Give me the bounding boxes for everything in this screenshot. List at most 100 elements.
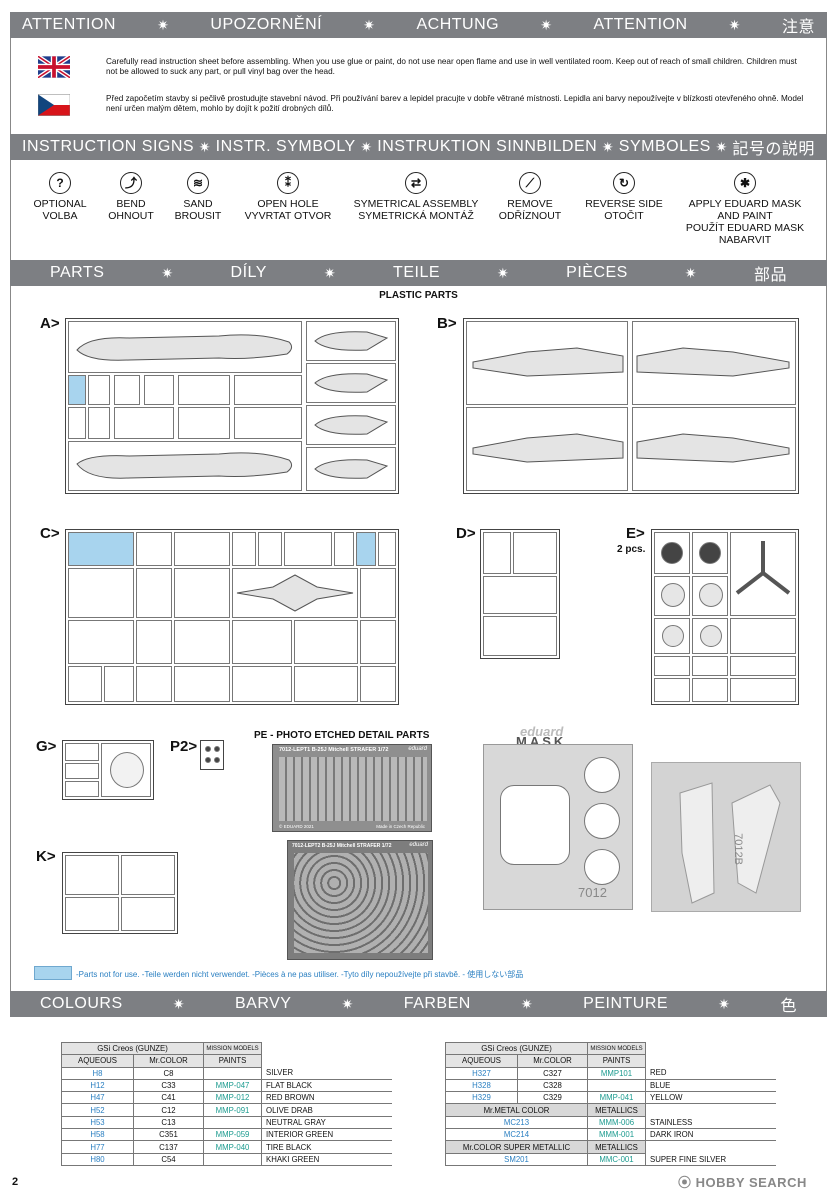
sprue-k-label: K> [36, 848, 56, 865]
sprue-p2 [200, 740, 224, 770]
wheel [654, 618, 690, 654]
sign-label: ODŘÍZNOUT [498, 210, 562, 222]
band-word: SYMBOLES [618, 138, 711, 155]
star-icon: ✷ [360, 138, 373, 155]
sprue-cell [258, 532, 282, 566]
sprue-cell [294, 666, 358, 702]
pe-sheet-1: 7012-LEPT1 B-25J Mitchell STRAFER 1/72 e… [272, 744, 432, 832]
pe-sheet-1-origin: Made in Czech Republic [376, 824, 425, 829]
fuselage-half [68, 321, 302, 373]
canopy [101, 743, 151, 797]
sign-open-hole: ⁑ OPEN HOLE VYVRTAT OTVOR [238, 172, 338, 222]
mask-canopy [500, 785, 570, 865]
sign-label: APPLY EDUARD MASK [688, 198, 802, 210]
sprue-cell [232, 532, 256, 566]
sprue-cell [234, 375, 302, 405]
sprue-g-label: G> [36, 738, 57, 755]
sprue-cell [68, 666, 102, 702]
star-icon: ✷ [715, 138, 728, 155]
sign-label: SAND [183, 198, 213, 210]
sprue-cell [88, 375, 110, 405]
sprue-b [463, 318, 799, 494]
mask-number-2: 7012B [731, 833, 744, 865]
clear-canopy [121, 855, 175, 895]
sign-remove: ⟋ REMOVE ODŘÍZNOUT [490, 172, 570, 222]
sprue-cell [65, 743, 99, 761]
pe-sheet-2-brand: eduard [409, 842, 428, 848]
sprue-cell [284, 532, 332, 566]
sprue-cell [360, 666, 396, 702]
sign-label: NABARVIT [718, 234, 772, 246]
colours-band: COLOURS ✷ BARVY ✷ FARBEN ✷ PEINTURE ✷ 色 [10, 991, 827, 1017]
sign-label: POUŽÍT EDUARD MASK [685, 222, 805, 234]
pe-sheet-2: 7012-LEPT2 B-25J Mitchell STRAFER 1/72 e… [287, 840, 433, 960]
pe-sheet-1-brand: eduard [408, 746, 427, 752]
engine-front [692, 532, 728, 574]
sign-label: VYVRTAT OTVOR [244, 210, 332, 222]
reverse-icon: ↻ [613, 172, 635, 194]
nacelle [306, 447, 396, 491]
sprue-cell [114, 407, 174, 439]
sprue-cell [654, 576, 690, 616]
attention-band: ATTENTION ✷ UPOZORNĚNÍ ✷ ACHTUNG ✷ ATTEN… [10, 12, 827, 38]
band-word: PIÈCES [566, 264, 628, 281]
star-icon: ✷ [198, 138, 211, 155]
header-super: Mr.COLOR SUPER METALLIC [445, 1140, 588, 1154]
band-word: PARTS [50, 264, 105, 281]
not-use-note: -Parts not for use. -Teile werden nicht … [76, 970, 524, 979]
sprue-cell [174, 568, 230, 618]
band-word: ATTENTION [22, 16, 116, 33]
wing-upper [466, 321, 628, 405]
sprue-b-label: B> [437, 315, 457, 332]
star-icon: ✷ [496, 264, 510, 281]
colour-table-left: GSi Creos (GUNZE) MISSION MODELS AQUEOUS… [61, 1041, 392, 1166]
sprue-cell [174, 620, 230, 664]
propeller [730, 532, 796, 616]
question-icon: ? [49, 172, 71, 194]
sign-label: OTOČIT [604, 210, 644, 222]
sprue-cell [144, 375, 174, 405]
header-metal: Mr.METAL COLOR [445, 1103, 588, 1117]
pe-frets [279, 757, 427, 821]
signs-frame [10, 160, 827, 260]
mask-sheet-2: 7012B [651, 762, 801, 912]
sprue-cell [174, 532, 230, 566]
sprue-g [62, 740, 154, 800]
band-word: 注意 [781, 19, 815, 36]
sign-label: SYMETRICAL ASSEMBLY [353, 198, 479, 210]
sign-label: AND PAINT [717, 210, 773, 222]
attention-frame [10, 38, 827, 134]
sign-label: REVERSE SIDE [585, 198, 663, 210]
star-icon: ✷ [520, 995, 534, 1012]
mask-number: 7012 [578, 885, 607, 900]
sprue-cell [65, 763, 99, 779]
attention-text-en: Carefully read instruction sheet before … [106, 57, 797, 76]
sand-icon: ≋ [187, 172, 209, 194]
sprue-cell [513, 532, 557, 574]
header-aqueous: AQUEOUS [445, 1054, 518, 1068]
header-metallics: METALLICS [587, 1103, 646, 1117]
pe-title: PE - PHOTO ETCHED DETAIL PARTS [254, 730, 430, 741]
sprue-cell [68, 568, 134, 618]
star-icon: ✷ [323, 264, 337, 281]
band-word: 記号の説明 [732, 141, 815, 158]
sprue-a-label: A> [40, 315, 60, 332]
wing-upper [632, 321, 796, 405]
mask-circle [584, 849, 620, 885]
mask-circle [584, 803, 620, 839]
sprue-cell [483, 532, 511, 574]
sprue-cell [178, 407, 230, 439]
sprue-cell [730, 618, 796, 654]
header-metallics: METALLICS [587, 1140, 646, 1154]
unused-swatch [34, 966, 72, 980]
sprue-cell [88, 407, 110, 439]
sign-label: OHNOUT [108, 210, 154, 222]
sprue-cell [692, 656, 728, 676]
sprue-cell [178, 375, 230, 405]
